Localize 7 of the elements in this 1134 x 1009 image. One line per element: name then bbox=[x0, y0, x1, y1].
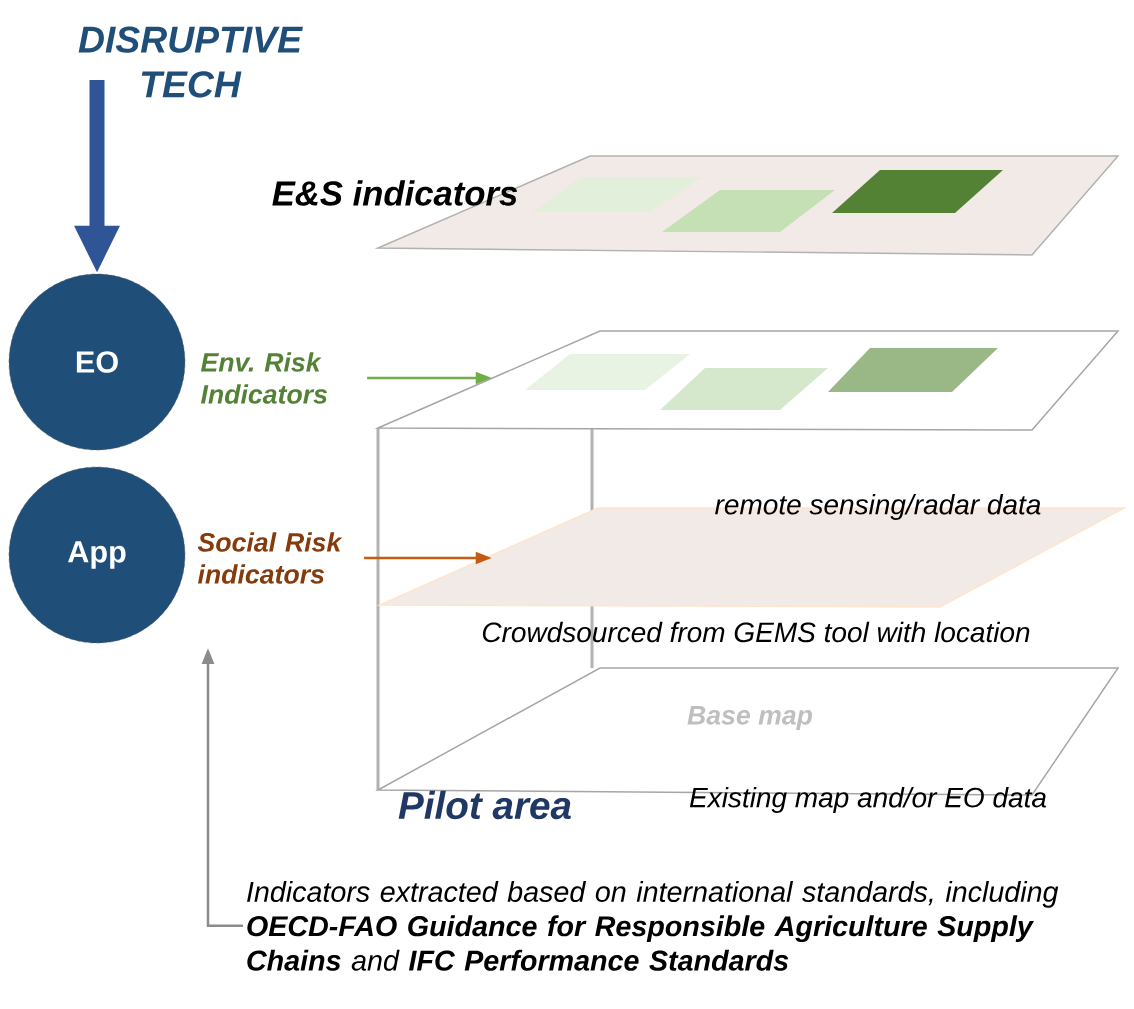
note-text: Indicators extracted based on international standards, including OECD-FAO Guidance for Responsible Agriculture Supply Chains and IFC Performance Standards bbox=[247, 880, 1059, 971]
indicator-label: Env. Risk Indicators bbox=[200, 352, 328, 404]
indicator-label: Social Risk indicators bbox=[197, 532, 343, 584]
layer-caption: Crowdsourced from GEMS tool with location bbox=[482, 621, 1030, 643]
heading-text: DISRUPTIVE TECH bbox=[78, 26, 303, 98]
layer-caption: remote sensing/radar data bbox=[715, 493, 1041, 521]
layer-plane: E&S indicators bbox=[272, 155, 1120, 256]
